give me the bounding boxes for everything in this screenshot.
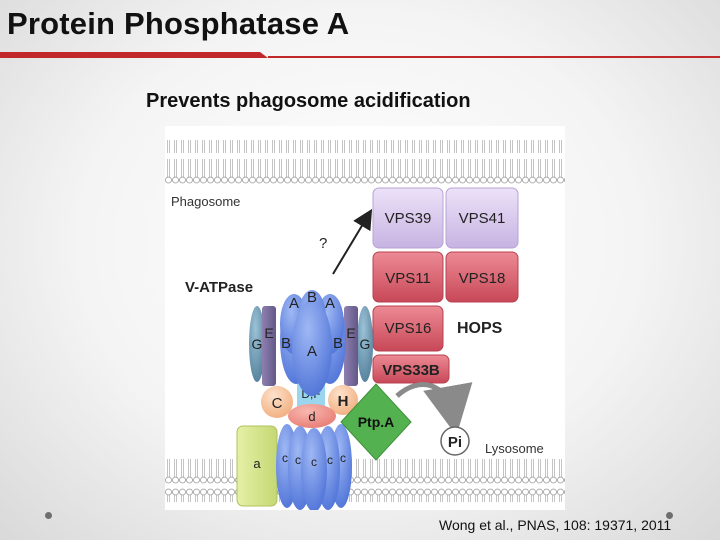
unknown-link-label: ? bbox=[319, 235, 327, 252]
c-ring-label-4: c bbox=[327, 453, 333, 467]
title-rule bbox=[0, 52, 720, 58]
a-subunit-top-right: A bbox=[325, 295, 335, 312]
citation: Wong et al., PNAS, 108: 19371, 2011 bbox=[439, 517, 672, 533]
b-subunit-right: B bbox=[333, 335, 343, 352]
svg-text:H: H bbox=[338, 393, 349, 410]
slide-subtitle: Prevents phagosome acidification bbox=[146, 90, 471, 112]
lysosome-membrane bbox=[165, 456, 565, 502]
b-subunit-top: B bbox=[307, 289, 317, 306]
vps16-box: VPS16 bbox=[372, 305, 444, 352]
v-atpase-label: V-ATPase bbox=[185, 279, 253, 296]
vps39-box: VPS39 bbox=[372, 187, 444, 249]
c-subunit: C bbox=[261, 386, 293, 418]
svg-text:d: d bbox=[308, 409, 315, 424]
pi-label: Pi bbox=[448, 434, 462, 451]
a-subunit-center: A bbox=[307, 343, 317, 360]
decorative-dot-right bbox=[666, 512, 673, 519]
vps16-label: VPS16 bbox=[385, 320, 432, 337]
hops-label: HOPS bbox=[457, 320, 503, 337]
e-subunit-left: E bbox=[262, 306, 276, 386]
decorative-dot-left bbox=[45, 512, 52, 519]
vps33b-label: VPS33B bbox=[382, 362, 440, 379]
phagosome-membrane bbox=[165, 140, 565, 186]
svg-text:E: E bbox=[264, 325, 273, 341]
a-subunit-top-left: A bbox=[289, 295, 299, 312]
diagram-svg: Phagosome Lysosome VPS39 VPS41 VPS11 VPS… bbox=[165, 140, 565, 512]
svg-text:E: E bbox=[346, 325, 355, 341]
c-ring-label-5: c bbox=[340, 451, 346, 465]
svg-text:G: G bbox=[360, 336, 371, 352]
e-subunit-right: E bbox=[344, 306, 358, 386]
pi-circle: Pi bbox=[440, 426, 470, 456]
hops-vatpase-diagram: Phagosome Lysosome VPS39 VPS41 VPS11 VPS… bbox=[165, 126, 565, 512]
svg-text:G: G bbox=[252, 336, 263, 352]
a-subunit-center-shape bbox=[292, 300, 332, 396]
g-subunit-right: G bbox=[357, 306, 373, 382]
b-subunit-left: B bbox=[281, 335, 291, 352]
vps11-box: VPS11 bbox=[372, 251, 444, 303]
c-ring-subunit-shape bbox=[301, 428, 327, 512]
dephosphorylation-arrow bbox=[395, 382, 473, 436]
c-ring-label-1: c bbox=[282, 451, 288, 465]
ptpa-label: Ptp.A bbox=[358, 414, 395, 430]
slide-title: Protein Phosphatase A bbox=[7, 6, 350, 41]
c-ring: c c c c c bbox=[276, 424, 352, 512]
a-subunit-membrane: a bbox=[236, 425, 278, 507]
svg-text:a: a bbox=[253, 456, 261, 471]
vps41-label: VPS41 bbox=[459, 210, 506, 227]
h-subunit: H bbox=[328, 385, 358, 415]
lysosome-label: Lysosome bbox=[485, 441, 544, 456]
phagosome-label: Phagosome bbox=[171, 194, 240, 209]
vps11-label: VPS11 bbox=[385, 270, 431, 287]
vps41-box: VPS41 bbox=[445, 187, 519, 249]
vps33b-box: VPS33B bbox=[372, 354, 450, 384]
ptpa-diamond: Ptp.A bbox=[340, 383, 412, 461]
d-subunit: d bbox=[288, 404, 336, 428]
c-ring-label-2: c bbox=[295, 453, 301, 467]
vps18-label: VPS18 bbox=[459, 270, 506, 287]
c-ring-label-3: c bbox=[311, 455, 317, 469]
unknown-link-arrow bbox=[332, 208, 373, 275]
vps18-box: VPS18 bbox=[445, 251, 519, 303]
svg-text:C: C bbox=[272, 395, 283, 412]
g-subunit-left: G bbox=[249, 306, 265, 382]
vps39-label: VPS39 bbox=[385, 210, 432, 227]
